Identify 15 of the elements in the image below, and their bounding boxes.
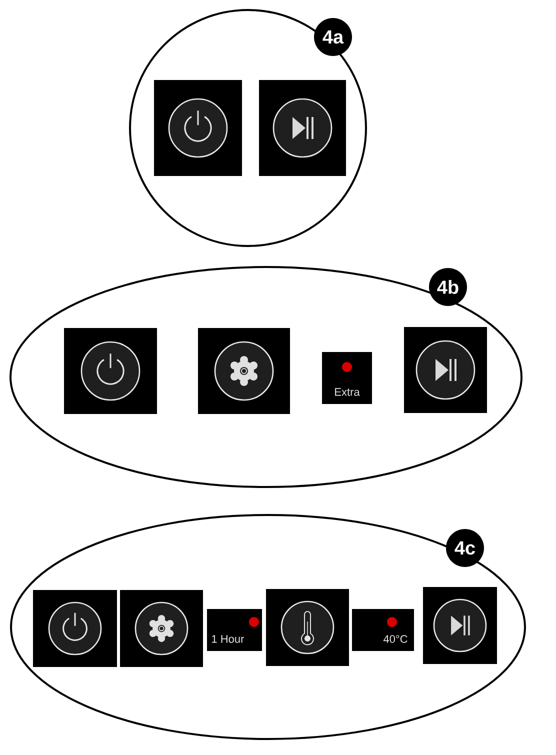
control-button <box>198 328 290 414</box>
control-button <box>404 327 487 413</box>
indicator-panel: Extra <box>322 352 372 404</box>
step-badge: 4a <box>314 18 352 56</box>
indicator-panel: 1 Hour <box>207 609 262 651</box>
step-badge: 4b <box>429 268 467 306</box>
step-badge: 4c <box>446 529 484 567</box>
control-button <box>423 587 497 664</box>
indicator-panel: 40°C <box>352 609 414 651</box>
control-button <box>120 590 203 667</box>
control-button <box>64 328 157 414</box>
control-button <box>33 590 117 667</box>
control-button <box>259 80 346 176</box>
control-button <box>154 80 242 176</box>
control-button <box>266 589 349 666</box>
